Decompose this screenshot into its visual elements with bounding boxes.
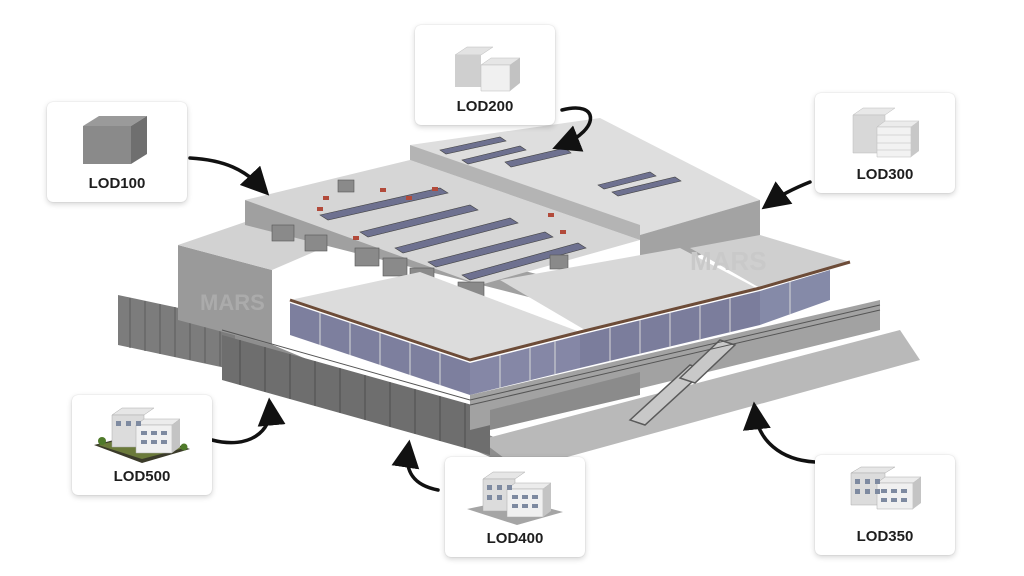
lod300-label: LOD300: [856, 166, 914, 183]
arrow-lod200: [552, 106, 593, 152]
rooftop-unit: [382, 257, 408, 277]
arrow-lod100: [188, 156, 270, 196]
lod200-card: LOD200: [415, 25, 555, 125]
lod350-label: LOD350: [856, 528, 914, 545]
skylight: [611, 176, 682, 197]
exterior-stairs: [628, 339, 737, 426]
skylight: [439, 136, 507, 155]
detailed-building-icon: [850, 466, 922, 510]
arrow-lod350: [742, 401, 817, 464]
lod400-label: LOD400: [486, 530, 544, 547]
left-side-wall: [178, 245, 272, 345]
skylight: [394, 217, 519, 254]
lod500-label: LOD500: [113, 468, 171, 485]
lod200-label: LOD200: [456, 98, 514, 115]
skylight: [461, 145, 527, 165]
lod100-card: LOD100: [47, 102, 187, 202]
skylight: [597, 171, 657, 190]
skylight: [359, 204, 479, 238]
left-low-roof: [178, 222, 330, 270]
roof-fascia: [289, 260, 851, 362]
rooftop-unit: [271, 224, 295, 242]
skylight: [461, 242, 587, 281]
watermark-text: MARS: [690, 246, 767, 276]
rooftop-unit: [354, 247, 380, 267]
skylight: [427, 231, 554, 268]
as-built-building-icon: [94, 407, 190, 463]
precise-building-icon: [852, 107, 920, 158]
arrow-lod500: [210, 397, 286, 445]
lod300-card: LOD300: [815, 93, 955, 193]
rooftop-unit: [337, 179, 355, 193]
arrow-lod400: [391, 439, 440, 492]
massing-block-icon: [83, 116, 147, 164]
lod500-card: LOD500: [72, 395, 212, 495]
lod100-label: LOD100: [88, 175, 146, 192]
lod350-card: LOD350: [815, 455, 955, 555]
corner-glass-facade: [470, 335, 580, 395]
far-right-roof: [690, 235, 850, 288]
lower-front-wall: [222, 335, 490, 455]
lod400-card: LOD400: [445, 457, 585, 557]
deck-plaza: [480, 330, 920, 470]
front-podium-roof: [290, 272, 580, 360]
upper-right-roof: [410, 118, 760, 235]
rooftop-unit: [304, 234, 328, 252]
rooftop-unit: [549, 254, 569, 270]
arrow-lod300: [761, 180, 812, 210]
approximate-building-icon: [454, 46, 521, 92]
skylight: [319, 187, 449, 221]
watermark-text-left: MARS: [200, 290, 265, 315]
far-glass-facade: [760, 270, 830, 325]
right-podium-roof: [500, 248, 760, 330]
fabrication-building-icon: [467, 471, 563, 525]
skylight: [504, 147, 572, 168]
